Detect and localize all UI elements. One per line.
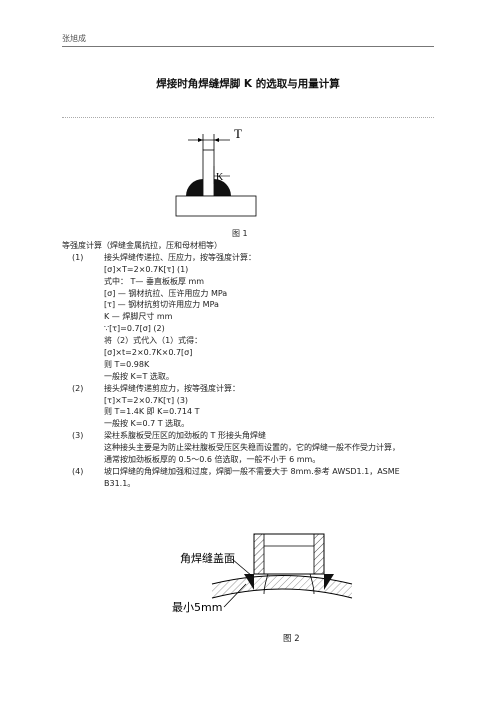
figure-1-caption: 图 1	[232, 229, 248, 238]
text-line: 这种接头主要是为防止梁柱腹板受压区失稳而设置的，它的焊缝一般不作受力计算，	[104, 443, 400, 453]
figure-2-caption: 图 2	[283, 634, 300, 644]
text-line: ∵[τ]=0.7[σ] (2)	[104, 324, 165, 334]
label-K: K	[216, 172, 224, 183]
text-line: [τ] — 钢材抗剪切许用应力 MPa	[104, 300, 219, 310]
text-line: [σ] — 钢材抗拉、压许用应力 MPa	[104, 288, 228, 298]
text-line: (2)接头焊缝传递剪应力，按等强度计算：	[72, 383, 240, 393]
text-line: 则 T=1.4K 即 K=0.714 T	[104, 407, 200, 417]
label-min-5mm: 最小5mm	[172, 601, 222, 614]
text-line: K — 焊脚尺寸 mm	[104, 312, 173, 322]
text-line: 将（2）式代入（1）式得：	[104, 336, 203, 346]
text-line: B31.1。	[104, 478, 136, 488]
text-line: 等强度计算（焊缝金属抗拉，压和母材相等）	[62, 241, 222, 250]
label-fillet-cap: 角焊缝盖面	[180, 551, 235, 565]
figure-2-socket-weld-diagram: 角焊缝盖面 最小5mm	[172, 533, 353, 614]
figure-1-weld-diagram: T K	[175, 126, 257, 217]
body-text: 等强度计算（焊缝金属抗拉，压和母材相等） (1)接头焊缝传递拉、压应力，按等强度…	[62, 240, 442, 490]
dotted-divider	[62, 117, 434, 118]
text-line: 则 T=0.98K	[104, 359, 150, 369]
text-line: 一般按 K=T 选取。	[104, 371, 174, 381]
text-line: [τ]×T=2×0.7K[τ] (3)	[104, 395, 189, 405]
text-line: (3)梁柱系腹板受压区的加劲板的 T 形接头角焊缝	[72, 431, 266, 441]
text-line: [σ]×t=2×0.7K×0.7[σ]	[104, 348, 193, 358]
header-rule	[62, 46, 434, 47]
text-line: 式中： T— 垂直板板厚 mm	[104, 276, 205, 286]
text-line: 通常按加劲板板厚的 0.5～0.6 倍选取，一般不小于 6 mm。	[104, 455, 321, 465]
text-line: (4)坡口焊缝的角焊缝加强和过度，焊脚一般不需要大于 8mm.参考 AWSD1.…	[72, 466, 400, 476]
text-line: [σ]×T=2×0.7K[τ] (1)	[104, 264, 189, 274]
header-author: 张旭成	[62, 34, 86, 43]
text-line: 一般按 K=0.7 T 选取。	[104, 419, 190, 429]
page-title: 焊接时角焊缝焊脚 K 的选取与用量计算	[156, 78, 340, 90]
label-T: T	[234, 126, 242, 141]
text-line: (1)接头焊缝传递拉、压应力，按等强度计算：	[72, 252, 256, 262]
